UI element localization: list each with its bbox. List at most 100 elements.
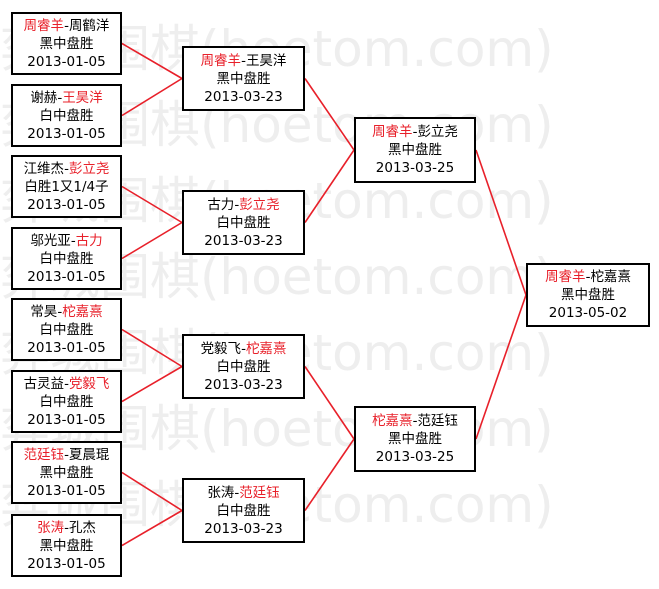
- match-players: 张涛-孔杰: [13, 519, 120, 537]
- connector-line: [304, 438, 355, 511]
- player-black: 党毅飞: [200, 340, 242, 357]
- connector-line: [121, 509, 183, 547]
- player-white: 彭立尧: [68, 160, 110, 177]
- match-players: 古力-彭立尧: [184, 196, 303, 214]
- player-white: 王昊洋: [62, 89, 103, 106]
- player-black: 柁嘉熹: [372, 413, 413, 429]
- match-date: 2013-01-05: [27, 555, 106, 572]
- match-result: 黑中盘胜: [39, 35, 94, 52]
- connector-line: [121, 77, 183, 117]
- connector-line: [475, 149, 527, 296]
- match-date: 2013-03-23: [204, 376, 283, 393]
- player-black: 古灵益: [23, 375, 65, 392]
- players-separator: -: [64, 446, 69, 463]
- player-white: 柁嘉熹: [245, 340, 287, 357]
- players-separator: -: [64, 375, 69, 392]
- players-separator: -: [234, 196, 240, 213]
- player-white: 王昊洋: [245, 52, 287, 69]
- match-result: 白中盘胜: [216, 214, 271, 231]
- match-date: 2013-01-05: [27, 411, 106, 428]
- match-players: 周睿羊-柁嘉熹: [528, 268, 648, 286]
- match-date: 2013-03-25: [375, 449, 455, 465]
- player-black: 江维杰: [23, 160, 65, 177]
- player-white: 彭立尧: [239, 196, 280, 213]
- match-date: 2013-03-25: [375, 160, 455, 176]
- match-result: 黑中盘胜: [216, 70, 271, 87]
- players-separator: -: [412, 124, 418, 140]
- connector-line: [121, 471, 183, 512]
- player-white: 彭立尧: [417, 124, 458, 140]
- match-players: 周睿羊-周鹤洋: [13, 17, 120, 35]
- player-black: 谢赫: [30, 89, 58, 106]
- player-black: 张涛: [37, 519, 65, 536]
- match-box-round3-1: 周睿羊-彭立尧黑中盘胜 2013-03-25: [354, 117, 476, 183]
- player-black: 范廷钰: [23, 446, 65, 463]
- match-players: 张涛-范廷钰: [184, 484, 303, 502]
- match-result: 白中盘胜: [216, 502, 271, 519]
- connector-line: [304, 149, 355, 223]
- players-separator: -: [585, 269, 591, 285]
- players-separator: -: [57, 303, 63, 320]
- players-separator: -: [64, 519, 69, 536]
- connector-line: [121, 42, 183, 80]
- player-white: 柁嘉熹: [62, 303, 103, 320]
- player-black: 周睿羊: [200, 52, 242, 69]
- players-separator: -: [234, 484, 240, 501]
- match-players: 党毅飞-柁嘉熹: [184, 340, 303, 358]
- match-result: 黑中盘胜: [388, 142, 442, 158]
- match-date: 2013-01-05: [27, 53, 106, 70]
- connector-line: [121, 365, 183, 403]
- connector-line: [121, 221, 183, 260]
- match-players: 常昊-柁嘉熹: [13, 303, 120, 321]
- player-black: 邬光亚: [30, 232, 71, 249]
- connector-line: [475, 294, 527, 440]
- match-date: 2013-01-05: [27, 482, 106, 499]
- player-black: 常昊: [30, 303, 58, 320]
- player-white: 范廷钰: [417, 413, 458, 429]
- connector-line: [121, 328, 183, 368]
- player-black: 古力: [207, 196, 235, 213]
- match-result: 黑中盘胜: [561, 287, 615, 303]
- player-white: 古力: [75, 232, 103, 249]
- match-result: 白中盘胜: [39, 107, 94, 124]
- match-result: 黑中盘胜: [39, 537, 94, 554]
- match-date: 2013-03-23: [204, 520, 283, 537]
- match-players: 江维杰-彭立尧: [13, 160, 120, 178]
- match-date: 2013-01-05: [27, 125, 106, 142]
- match-date: 2013-03-23: [204, 88, 283, 105]
- match-result: 白中盘胜: [216, 358, 271, 375]
- players-separator: -: [64, 160, 69, 177]
- players-separator: -: [70, 232, 76, 249]
- match-date: 2013-01-05: [27, 268, 106, 285]
- player-white: 柁嘉熹: [590, 269, 631, 285]
- match-date: 2013-01-05: [27, 339, 106, 356]
- match-players: 周睿羊-彭立尧: [356, 123, 474, 141]
- match-date: 2013-03-23: [204, 232, 283, 249]
- players-separator: -: [64, 17, 69, 34]
- connector-line: [304, 78, 355, 151]
- player-white: 夏晨琨: [68, 446, 110, 463]
- match-players: 柁嘉熹-范廷钰: [356, 412, 474, 430]
- match-players: 邬光亚-古力: [13, 232, 120, 250]
- player-white: 范廷钰: [239, 484, 280, 501]
- match-players: 谢赫-王昊洋: [13, 89, 120, 107]
- player-white: 党毅飞: [68, 375, 110, 392]
- match-players: 周睿羊-王昊洋: [184, 52, 303, 70]
- match-result: 黑中盘胜: [39, 464, 94, 481]
- match-result: 白中盘胜: [39, 250, 94, 267]
- match-date: 2013-01-05: [27, 196, 106, 213]
- player-black: 周睿羊: [23, 17, 65, 34]
- player-black: 周睿羊: [545, 269, 586, 285]
- match-result: 白中盘胜: [39, 393, 94, 410]
